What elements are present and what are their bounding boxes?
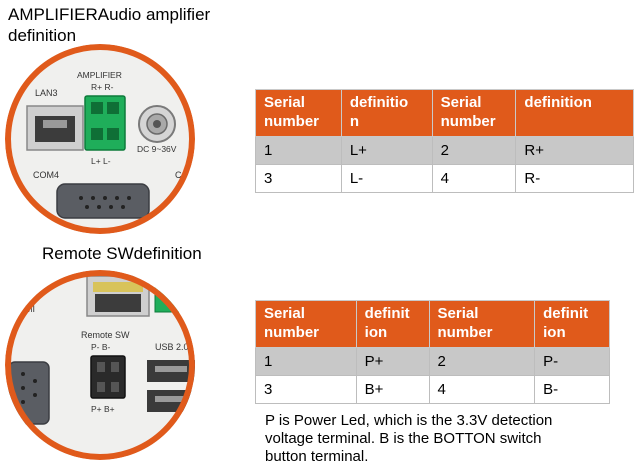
amp-photo-label: AMPLIFIER (77, 70, 122, 80)
table-cell: 2 (431, 136, 517, 165)
table-cell: R+ (515, 136, 634, 165)
header-definition-2: definit ion (534, 300, 610, 348)
table-cell: B+ (355, 375, 430, 404)
remote-top-pins: P- B- (91, 342, 111, 352)
remote-bottom-pins: P+ B+ (91, 404, 115, 414)
table-cell: P+ (355, 347, 430, 376)
amp-bottom-pins: L+ L- (91, 156, 111, 166)
amp-top-pins: R+ R- (91, 82, 114, 92)
com-port (56, 183, 150, 219)
header-text: definit ion (543, 305, 589, 341)
edge-letter: C (175, 170, 182, 180)
amplifier-title: AMPLIFIERAudio amplifier definition (8, 4, 210, 46)
amplifier-title-line2: definition (8, 26, 77, 45)
header-serial-2: Serial number (431, 89, 517, 137)
table-cell: 3 (255, 164, 342, 193)
table-row: 3 B+ 4 B- (255, 375, 610, 404)
table-cell: 4 (428, 375, 536, 404)
header-serial-1: Serial number (255, 300, 357, 348)
table-cell: 3 (255, 375, 357, 404)
header-definition-1: definitio n (340, 89, 433, 137)
table-cell: 1 (255, 136, 342, 165)
table-row: 1 P+ 2 P- (255, 347, 610, 376)
table-row: 1 L+ 2 R+ (255, 136, 634, 165)
table-row: 3 L- 4 R- (255, 164, 634, 193)
table-cell: 2 (428, 347, 536, 376)
table-cell: B- (534, 375, 610, 404)
table-cell: R- (515, 164, 634, 193)
header-serial-2: Serial number (428, 300, 536, 348)
remote-pin-table: Serial number definit ion Serial number … (255, 300, 610, 404)
lan-label: LAN3 (35, 88, 58, 98)
table-header-row: Serial number definitio n Serial number … (255, 89, 634, 137)
table-cell: P- (534, 347, 610, 376)
table-header-row: Serial number definit ion Serial number … (255, 300, 610, 348)
header-text: definit ion (364, 305, 410, 341)
remote-note: P is Power Led, which is the 3.3V detect… (265, 412, 630, 466)
header-text: Serial number (440, 94, 496, 130)
header-text: definitio n (349, 94, 409, 130)
table-cell: 4 (431, 164, 517, 193)
table-cell: L+ (340, 136, 433, 165)
note-line: button terminal. (265, 448, 369, 465)
header-definition-1: definit ion (355, 300, 430, 348)
dc-label: DC 9~36V (137, 144, 177, 154)
table-cell: L- (340, 164, 433, 193)
header-text: Serial number (264, 94, 320, 130)
header-text: Serial number (437, 305, 493, 341)
com-label: COM4 (33, 170, 59, 180)
header-text: definition (524, 94, 592, 111)
amplifier-pin-table: Serial number definitio n Serial number … (255, 89, 634, 193)
header-text: Serial number (264, 305, 320, 341)
header-serial-1: Serial number (255, 89, 342, 137)
note-line: P is Power Led, which is the 3.3V detect… (265, 412, 553, 429)
table-cell: 1 (255, 347, 357, 376)
header-definition-2: definition (515, 89, 634, 137)
amplifier-photo: LAN3 AMPLIFIER R+ R- L+ L- DC 9~36V COM4… (5, 44, 195, 234)
remote-title: Remote SWdefinition (42, 244, 202, 263)
remote-photo-label: Remote SW (81, 330, 130, 340)
usb-label: USB 2.0 (155, 342, 189, 352)
remote-photo: MI Remote SW P- B- P+ B+ USB 2.0 (5, 270, 195, 460)
amplifier-title-line1: AMPLIFIERAudio amplifier (8, 5, 211, 24)
remote-header (90, 355, 126, 399)
note-line: voltage terminal. B is the BOTTON switch (265, 430, 542, 447)
